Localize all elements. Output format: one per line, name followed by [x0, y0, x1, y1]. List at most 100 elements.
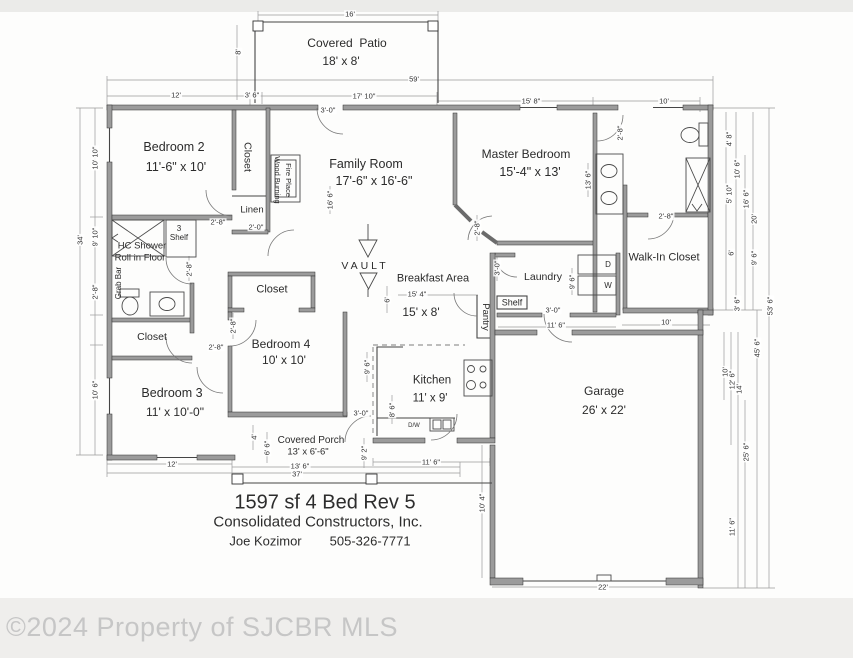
plan-label: 10' 6" [732, 158, 742, 180]
label-covered-patio: Covered Patio [307, 36, 387, 50]
fireplace-icon [270, 154, 301, 203]
label-laundry-shelf: Shelf [501, 297, 523, 308]
plan-label: 10' 6" [90, 379, 100, 401]
shelf-unit-icon [165, 219, 197, 258]
plan-label: 9' 10" [90, 226, 100, 248]
stove-icon [463, 359, 493, 397]
watermark: ©2024 Property of SJCBR MLS [6, 612, 399, 642]
fixtures [111, 20, 711, 582]
plan-label: 16' [344, 9, 356, 19]
scan-edge-top [0, 0, 853, 12]
label-closet-bedroom-4: Closet [256, 283, 288, 296]
plan-label: 10' 4" [477, 492, 487, 514]
label-vault: VAULT [341, 259, 389, 272]
label-family-room-size: 17'-6" x 16'-6" [335, 173, 413, 188]
label-breakfast-area: Breakfast Area [396, 272, 470, 285]
plan-label: 3'-0" [319, 105, 337, 115]
contact-name: Joe Kozimor [229, 533, 302, 549]
label-closet-bedroom-3: Closet [137, 330, 167, 343]
plan-label: 2'-8" [472, 219, 482, 237]
label-kitchen: Kitchen [412, 374, 452, 387]
plan-label: 4' 8" [724, 130, 734, 148]
plan-label: 25' 6" [741, 441, 751, 463]
plan-label: 16' 6" [741, 188, 751, 210]
plan-label: 11' 6" [545, 320, 567, 330]
label-master-bedroom: Master Bedroom [481, 147, 571, 161]
plan-label: 12' [166, 459, 178, 469]
plan-label: 45' 6" [752, 337, 762, 359]
plan-label: 6' 6" [262, 439, 272, 457]
plan-label: 2'-8" [209, 217, 227, 227]
label-garage: Garage [583, 384, 625, 398]
plan-label: 10' [658, 96, 670, 106]
plan-label: 3'-0" [352, 408, 370, 418]
patio-posts [252, 20, 439, 32]
washer-dryer-icon [577, 254, 617, 296]
label-family-room: Family Room [329, 156, 403, 171]
label-laundry: Laundry [524, 270, 562, 283]
contact-line: Joe Kozimor 505-326-7771 [229, 534, 410, 549]
plan-label: 2'-8" [615, 124, 625, 142]
label-linen: Linen [240, 204, 264, 216]
plan-label: 3'-0" [544, 305, 562, 315]
garage-door-tab [596, 574, 612, 582]
plan-label: 12' [170, 90, 182, 100]
label-fireplace-line2: Fire Place [283, 163, 293, 197]
plan-label: 9' 6" [567, 273, 577, 291]
label-bedroom-3: Bedroom 3 [141, 385, 203, 400]
label-roll-in-floor: Roll in Floor [114, 252, 166, 264]
label-bedroom-4-size: 10' x 10' [262, 353, 306, 367]
contact-phone: 505-326-7771 [329, 533, 411, 549]
angled-walls [453, 203, 499, 245]
plan-label: 2'-8" [184, 260, 194, 278]
label-covered-patio-size: 18' x 8' [322, 54, 360, 68]
plan-label: 9' 2" [359, 444, 369, 462]
plan-label: 3' 6" [243, 90, 261, 100]
label-closet-bedroom-2: Closet [241, 142, 254, 172]
plan-label: 34' [75, 234, 85, 246]
plan-label: 59' [408, 74, 420, 84]
label-walk-in-closet: Walk-In Closet [628, 251, 700, 264]
label-bedroom-3-size: 11' x 10'-0" [146, 405, 204, 419]
label-garage-size: 26' x 22' [582, 403, 626, 417]
label-dryer: D [605, 260, 611, 269]
plan-label: 13' 6" [583, 169, 593, 191]
label-dishwasher: D/W [408, 423, 420, 429]
plan-label: 15' 8" [520, 96, 542, 106]
plan-label: 16' 6" [325, 189, 335, 211]
plan-label: 6' [726, 249, 736, 257]
plan-label: 10' 10" [90, 145, 100, 171]
plan-label: 10' [660, 317, 672, 327]
plan-label: 22' [597, 582, 609, 592]
builder-name: Consolidated Constructors, Inc. [213, 513, 423, 531]
master-toilet-icon [680, 122, 709, 147]
plan-label: 9' 6" [362, 358, 372, 376]
plan-label: 2'-8" [90, 283, 100, 301]
plan-label: 2'-8" [228, 317, 238, 335]
door-arcs [165, 107, 675, 443]
plan-label: 53' 6" [765, 295, 775, 317]
hc-shower-icon [111, 219, 165, 257]
walls [106, 104, 714, 589]
plan-label: 3' 6" [732, 295, 742, 313]
label-bedroom-4: Bedroom 4 [251, 337, 311, 351]
label-fireplace-line1: Wood Burning [272, 156, 282, 204]
plan-label: 5' 10" [724, 183, 734, 205]
plan-label: 4' [249, 433, 259, 441]
plan-label: 13' 6" [289, 461, 311, 471]
label-shelf-count: 3 [176, 224, 182, 233]
plan-label: 11' 6" [420, 457, 442, 467]
plan-label: 6' [382, 296, 392, 304]
plan-label: 3'-0" [492, 259, 502, 277]
label-bedroom-2-size: 11'-6" x 10' [145, 159, 207, 174]
label-kitchen-size: 11' x 9' [412, 392, 448, 405]
porch-posts [231, 473, 378, 485]
plan-label: 11' 6" [727, 516, 737, 538]
plan-label: 2'-8" [657, 211, 675, 221]
plan-label: 14' [734, 383, 744, 395]
plan-label: 20' [749, 213, 759, 225]
label-hc-shower: HC Shower [117, 240, 167, 252]
label-bedroom-2: Bedroom 2 [143, 139, 205, 154]
master-vanity-icon [595, 153, 624, 215]
